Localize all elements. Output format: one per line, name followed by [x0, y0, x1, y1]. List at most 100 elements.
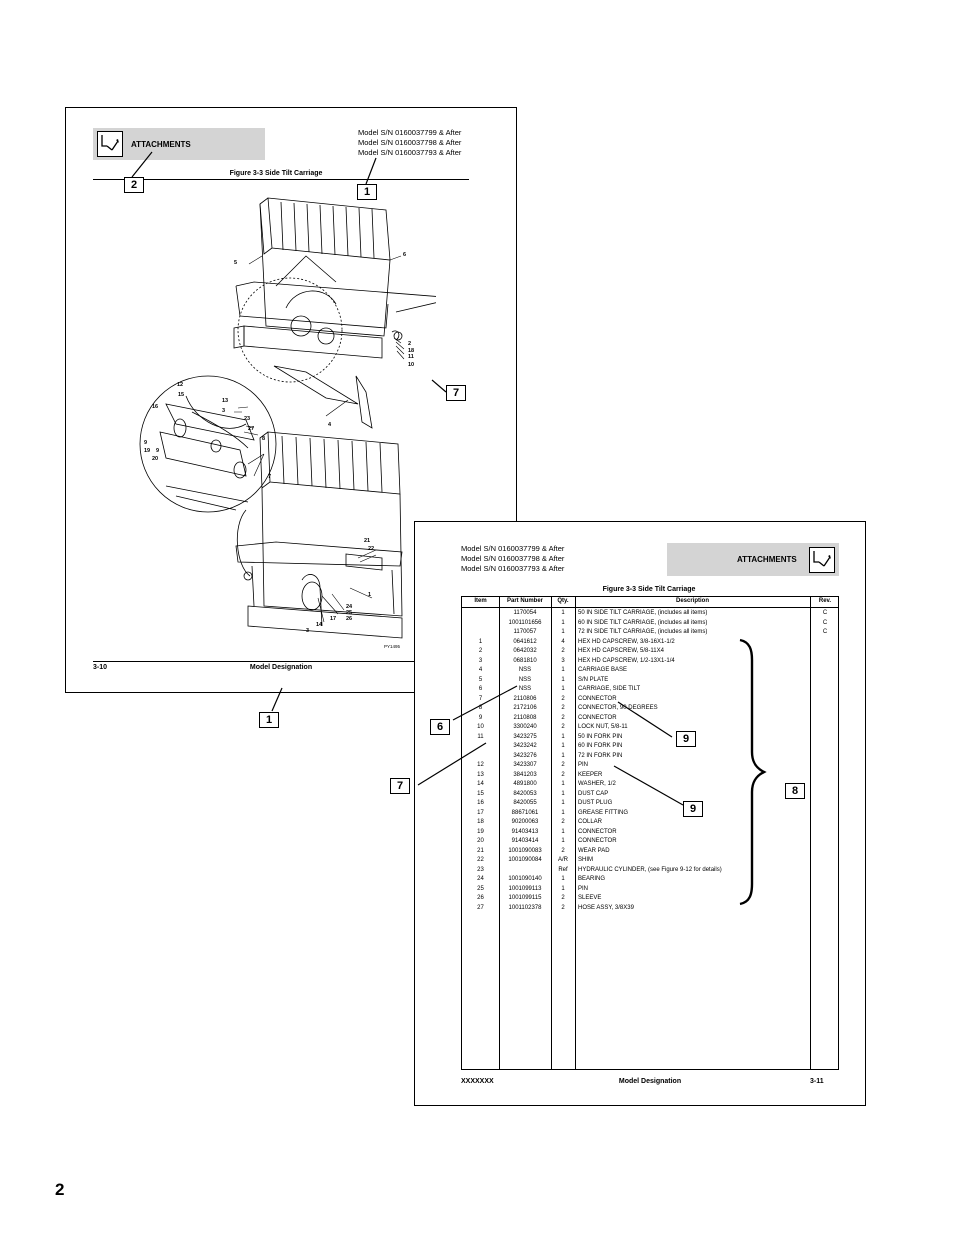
description-cell: PIN [578, 885, 589, 892]
qty-cell: 1 [561, 619, 565, 626]
model-line: Model S/N 0160037798 & After [358, 138, 462, 147]
part-number-cell: 88671061 [511, 809, 539, 816]
part-number-cell: 90200063 [511, 819, 539, 825]
model-line: Model S/N 0160037798 & After [461, 554, 565, 563]
item-cell: 7 [478, 695, 483, 702]
item-label: 12 [177, 382, 183, 388]
item-label: 24 [346, 604, 353, 610]
item-cell: 15 [477, 790, 484, 797]
footer-title: Model Designation [618, 1078, 682, 1085]
item-label: 15 [178, 392, 184, 398]
description-cell: COLLAR [578, 819, 603, 825]
page-number: 2 [55, 1180, 65, 1199]
item-label: 17 [330, 616, 336, 622]
description-cell: CONNECTOR [578, 838, 617, 844]
description-cell: SLEEVE [578, 895, 602, 901]
description-cell: S/N PLATE [578, 676, 609, 683]
description-cell: HYDRAULIC CYLINDER, (see Figure 9-12 for… [578, 866, 722, 873]
item-label: 4 [328, 422, 332, 428]
item-label: 23 [244, 416, 250, 422]
callout-8: 8 [785, 783, 805, 799]
footer-title: Model Designation [249, 664, 313, 671]
item-label: 7 [268, 474, 271, 480]
column-divider [551, 597, 552, 1069]
description-cell: CARRIAGE, SIDE TILT [578, 686, 641, 692]
part-number-cell: 1170054 [513, 610, 537, 616]
part-number-cell: 2110806 [513, 695, 537, 702]
footer-page-number: 3-11 [810, 1078, 824, 1085]
description-cell: BEARING [578, 876, 606, 882]
carriage-illustration: 5 6 2 18 11 10 4 12 13 15 3 16 23 27 8 9… [139, 197, 436, 649]
item-cell: 22 [477, 857, 484, 863]
qty-cell: 1 [561, 838, 565, 844]
description-cell: KEEPER [578, 771, 603, 778]
qty-cell: 1 [561, 743, 565, 749]
qty-cell: 2 [561, 705, 565, 711]
section-tab: ATTACHMENTS [93, 128, 265, 160]
part-number-cell: NSS [518, 667, 532, 673]
callout-1: 1 [357, 184, 377, 200]
qty-cell: 2 [561, 648, 565, 654]
header-rule [93, 179, 469, 180]
item-label: 22 [368, 546, 374, 552]
qty-cell: A/R [557, 857, 568, 863]
description-cell: 60 IN FORK PIN [578, 743, 623, 749]
description-cell: 50 IN SIDE TILT CARRIAGE, (includes all … [578, 610, 708, 616]
part-number-cell: 3423242 [513, 743, 537, 749]
header-item: Item [474, 598, 487, 604]
item-cell: 8 [478, 705, 483, 711]
table-row: 3423242 1 60 IN FORK PIN [462, 742, 838, 752]
item-cell: 10 [477, 724, 484, 730]
description-cell: 50 IN FORK PIN [578, 733, 623, 740]
item-cell: 20 [477, 838, 484, 844]
qty-cell: 3 [561, 657, 565, 664]
item-cell: 19 [477, 828, 484, 835]
part-number-cell: 1001099113 [508, 885, 542, 892]
item-cell: 27 [477, 904, 484, 911]
qty-cell: 1 [561, 676, 565, 683]
qty-cell: 2 [561, 762, 565, 768]
description-cell: CARRIAGE BASE [578, 667, 628, 673]
figure-code: PY1495 [384, 644, 401, 649]
description-cell: GREASE FITTING [578, 809, 629, 816]
item-cell: 3 [478, 657, 483, 664]
item-label: 20 [152, 456, 158, 462]
item-label: 26 [346, 616, 352, 622]
part-number-cell: 3300240 [513, 724, 537, 730]
description-cell: CONNECTOR [578, 828, 617, 835]
qty-cell: 1 [561, 752, 565, 759]
description-cell: HEX HD CAPSCREW, 1/2-13X1-1/4 [578, 657, 675, 664]
item-cell: 9 [478, 714, 483, 721]
right-page: Model S/N 0160037799 & After Model S/N 0… [414, 521, 866, 1106]
qty-cell: 2 [561, 819, 565, 825]
footer-page-number: 3-10 [93, 664, 108, 671]
callout-1: 1 [259, 712, 279, 728]
callout-2: 2 [124, 177, 144, 193]
item-cell: 2 [478, 648, 483, 654]
item-cell: 13 [477, 771, 484, 778]
qty-cell: Ref [558, 866, 568, 873]
qty-cell: 1 [561, 800, 565, 806]
description-cell: DUST PLUG [578, 800, 613, 806]
part-number-cell: 2172106 [513, 705, 537, 711]
part-number-cell: 3423307 [513, 762, 537, 768]
part-number-cell: 3423275 [513, 733, 537, 740]
qty-cell: 1 [561, 667, 565, 673]
item-label: 9 [156, 448, 159, 454]
parts-table: Item Part Number Qty. Description Rev. 1… [461, 596, 839, 1070]
